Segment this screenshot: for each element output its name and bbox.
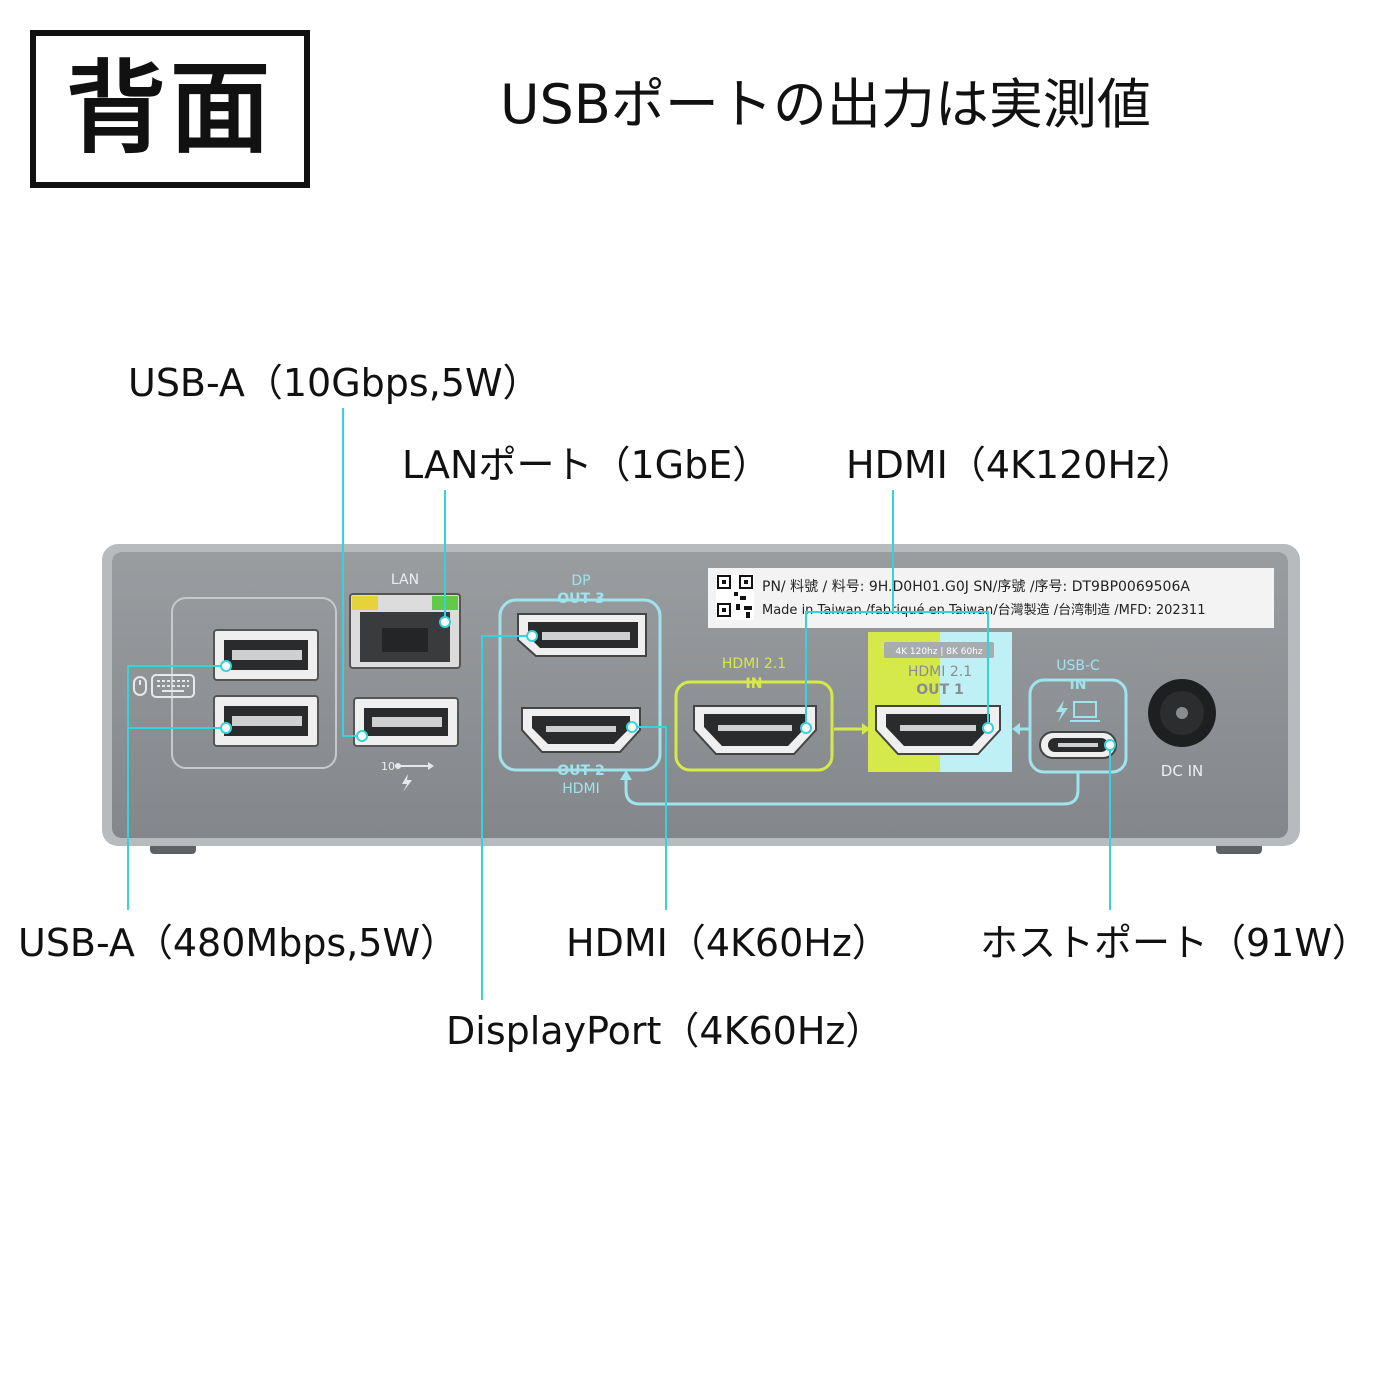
- leader-hdmi-120: [892, 490, 989, 728]
- title-box: 背面: [30, 30, 310, 188]
- leader-dp: [481, 635, 532, 1000]
- usb-a-10gbps-port[interactable]: [353, 697, 459, 747]
- leader-dot: [220, 660, 232, 672]
- leader-hdmi-60: [632, 726, 667, 910]
- callout-usb-a-10gbps: USB-A（10Gbps,5W）: [128, 361, 541, 405]
- leader-dot: [220, 722, 232, 734]
- out1-label: OUT 1: [916, 682, 963, 698]
- callout-host-port: ホストポート（91W）: [980, 921, 1370, 965]
- usb-a-port-top[interactable]: [213, 629, 319, 681]
- displayport-out3[interactable]: [517, 613, 647, 657]
- display-out-frame: [498, 598, 662, 772]
- arrow-head-icon: [862, 723, 870, 735]
- leader-dots: [220, 616, 1116, 751]
- laptop-charge-icon: [1056, 700, 1100, 722]
- dc-in-label: DC IN: [1161, 762, 1203, 780]
- hdmi-in-frame: [674, 680, 834, 772]
- leader-usb-a-480-top: [127, 665, 226, 910]
- leader-lines: [127, 408, 1111, 1000]
- leader-dot: [439, 616, 451, 628]
- hdmi-in-label: HDMI 2.1: [722, 656, 786, 672]
- leader-dot: [526, 630, 538, 642]
- leader-hdmi-120-in: [805, 611, 893, 728]
- usb-a-port-bottom[interactable]: [213, 695, 319, 747]
- arrow-head-icon: [1012, 723, 1020, 735]
- leader-usb-a-10g: [342, 408, 362, 737]
- subtitle: USBポートの出力は実測値: [500, 73, 1151, 136]
- leader-dot: [800, 722, 812, 734]
- lan-label: LAN: [391, 572, 419, 588]
- hdmi-small-label: HDMI: [562, 781, 600, 797]
- product-label-sticker: [708, 568, 1274, 628]
- out3-label: OUT 3: [557, 591, 604, 607]
- leader-dot: [1104, 739, 1116, 751]
- hdmi-out2-port[interactable]: [521, 707, 641, 753]
- usb-c-to-out2-arrow: [624, 772, 1080, 806]
- out1-spec-label: 4K 120hz | 8K 60hz: [895, 647, 982, 657]
- sticker-line-1: PN/ 料號 / 料号: 9H.D0H01.G0J SN/序號 /序号: DT9…: [762, 579, 1190, 595]
- usb-a-group-frame: [171, 597, 337, 769]
- sticker-line-2: Made in Taiwan /fabriqué en Taiwan/台灣製造 …: [762, 602, 1205, 618]
- callout-usb-a-480mbps: USB-A（480Mbps,5W）: [18, 921, 459, 965]
- callout-hdmi-4k120: HDMI（4K120Hz）: [846, 443, 1194, 487]
- in-label: IN: [746, 676, 763, 692]
- usb-symbol-icon: [395, 762, 434, 770]
- usb-c-label: USB-C: [1056, 658, 1100, 674]
- leader-dot: [982, 722, 994, 734]
- lan-led-yellow: [352, 596, 378, 610]
- out1-hdmi-label: HDMI 2.1: [908, 664, 972, 680]
- usb-speed-label: 10: [381, 760, 395, 773]
- hdmi-out1-port[interactable]: [875, 705, 1001, 755]
- leader-dot: [356, 730, 368, 742]
- arrow-head-icon: [620, 770, 632, 780]
- power-bolt-icon: [402, 774, 412, 792]
- hdmi-in-port[interactable]: [693, 705, 817, 755]
- usb-c-in-label: IN: [1070, 677, 1087, 693]
- out1-spec-chip: [884, 642, 994, 658]
- callout-displayport: DisplayPort（4K60Hz）: [446, 1009, 884, 1053]
- callout-lan-port: LANポート（1GbE）: [402, 443, 771, 487]
- page-title: 背面: [66, 50, 274, 167]
- mouse-icon: [133, 676, 147, 696]
- callout-hdmi-4k60: HDMI（4K60Hz）: [566, 921, 890, 965]
- qr-code-icon: [716, 574, 754, 620]
- out2-label: OUT 2: [557, 763, 604, 779]
- leader-dot: [626, 721, 638, 733]
- lan-port[interactable]: [349, 593, 461, 669]
- keyboard-icon: [151, 674, 195, 698]
- dp-label: DP: [571, 573, 590, 589]
- dc-in-jack[interactable]: [1148, 679, 1216, 747]
